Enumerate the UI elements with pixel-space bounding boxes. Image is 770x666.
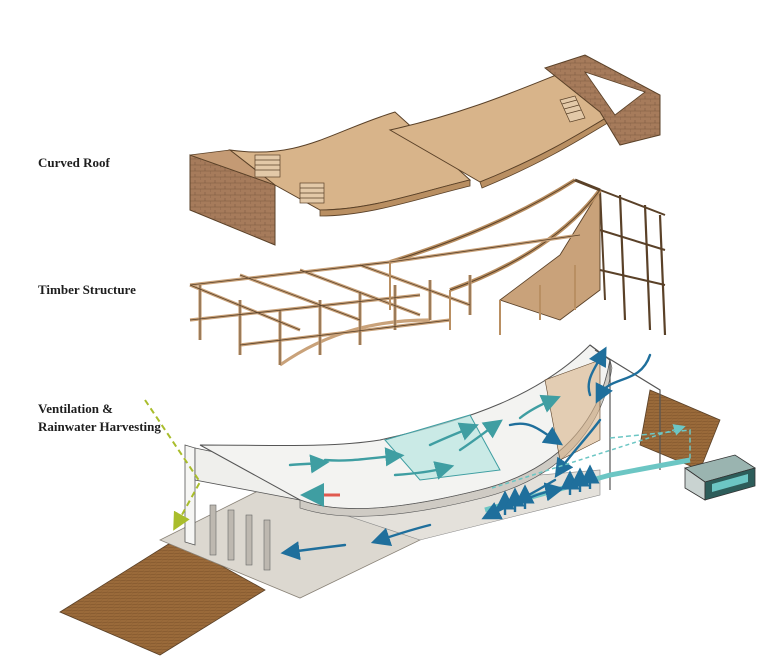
label-ventilation-line2: Rainwater Harvesting xyxy=(38,419,161,434)
air-arrow xyxy=(587,346,607,397)
timber-deck xyxy=(59,539,266,656)
curved-roof-layer xyxy=(189,54,661,246)
label-ventilation-line1: Ventilation & xyxy=(38,401,113,416)
label-curved-roof-text: Curved Roof xyxy=(38,155,110,170)
ventilation-layer xyxy=(59,344,756,656)
label-timber-structure: Timber Structure xyxy=(38,281,136,299)
rainwater-dashed-arrow xyxy=(144,399,202,531)
air-arrow xyxy=(370,523,432,547)
collection-dashed-line xyxy=(491,424,686,489)
right-deck xyxy=(639,389,721,471)
timber-structure-layer xyxy=(189,178,667,367)
air-arrow xyxy=(393,461,455,480)
air-arrow xyxy=(518,394,561,420)
air-arrow xyxy=(323,447,405,467)
air-arrow xyxy=(595,353,652,404)
air-arrow xyxy=(458,419,503,452)
right-brick-wall xyxy=(543,54,661,146)
air-arrow xyxy=(280,541,347,561)
air-arrow xyxy=(288,454,330,474)
label-timber-structure-text: Timber Structure xyxy=(38,282,136,297)
air-arrow xyxy=(428,422,479,447)
air-arrow xyxy=(508,422,563,446)
rainwater-tank xyxy=(684,454,756,501)
roof-louvre-right xyxy=(559,95,586,123)
label-curved-roof: Curved Roof xyxy=(38,154,110,172)
label-ventilation: Ventilation & Rainwater Harvesting xyxy=(38,400,161,436)
updraft-arrows xyxy=(495,464,600,515)
air-arrow xyxy=(554,418,602,478)
roof-louvre-left xyxy=(254,154,325,204)
